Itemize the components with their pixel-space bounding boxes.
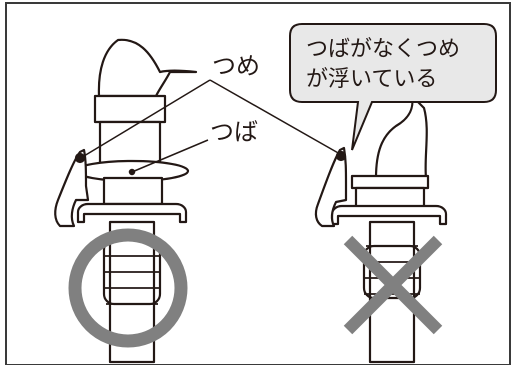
faucet-sleeve-left: [93, 94, 167, 124]
leader-tsume-to-right-claw: [209, 79, 341, 155]
leader-tsume-to-left-claw: [83, 79, 211, 157]
callout-bubble: [289, 23, 497, 151]
claw-pivot-left: [74, 152, 86, 164]
hose-coupling-right: [362, 244, 422, 300]
faucet-nozzle-left: [97, 38, 198, 98]
leader-lines: [83, 79, 341, 176]
label-tsuba: つば: [210, 118, 258, 146]
adapter-ring-right: [350, 174, 430, 190]
leader-tsuba-dot: [128, 168, 136, 176]
lower-collar-left: [76, 202, 188, 224]
frame-border: [5, 2, 511, 365]
lower-collar-right: [330, 204, 448, 226]
leader-tsuba: [131, 139, 209, 173]
label-tsume: つめ: [212, 52, 260, 80]
right-incorrect-assembly: [314, 94, 448, 364]
callout-text-line2: が浮いている: [306, 67, 437, 92]
adapter-body-left: [102, 176, 164, 206]
ok-circle-mark: [68, 228, 188, 348]
claw-tsume-left: [54, 148, 90, 228]
ng-cross-mark: [343, 235, 443, 335]
claw-floating-right: [314, 146, 348, 228]
callout-text-line1: つばがなくつめ: [306, 37, 460, 62]
bent-hose-top: [374, 94, 428, 180]
